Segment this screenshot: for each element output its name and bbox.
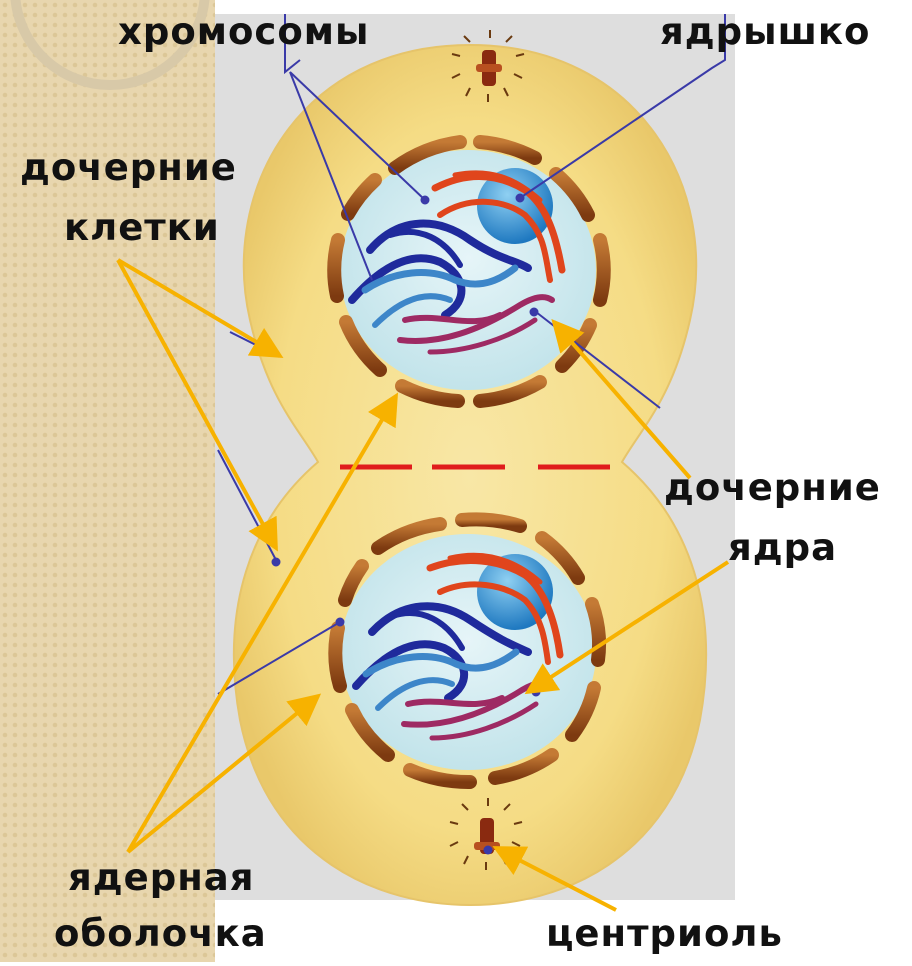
label-daughter-nuclei-line2: ядра	[728, 526, 837, 570]
top-nucleus	[334, 142, 603, 401]
beige-pattern-strip	[0, 0, 215, 962]
label-nucleolus: ядрышко	[660, 10, 870, 54]
label-nuclear-envelope-line2: оболочка	[54, 912, 267, 956]
label-centriole: центриоль	[546, 912, 783, 956]
label-chromosomes: хромосомы	[118, 10, 370, 54]
label-daughter-nuclei-line1: дочерние	[664, 466, 881, 510]
label-daughter-cells-line2: клетки	[64, 206, 220, 250]
label-daughter-cells-line1: дочерние	[20, 146, 237, 190]
label-nuclear-envelope-line1: ядерная	[68, 856, 255, 900]
